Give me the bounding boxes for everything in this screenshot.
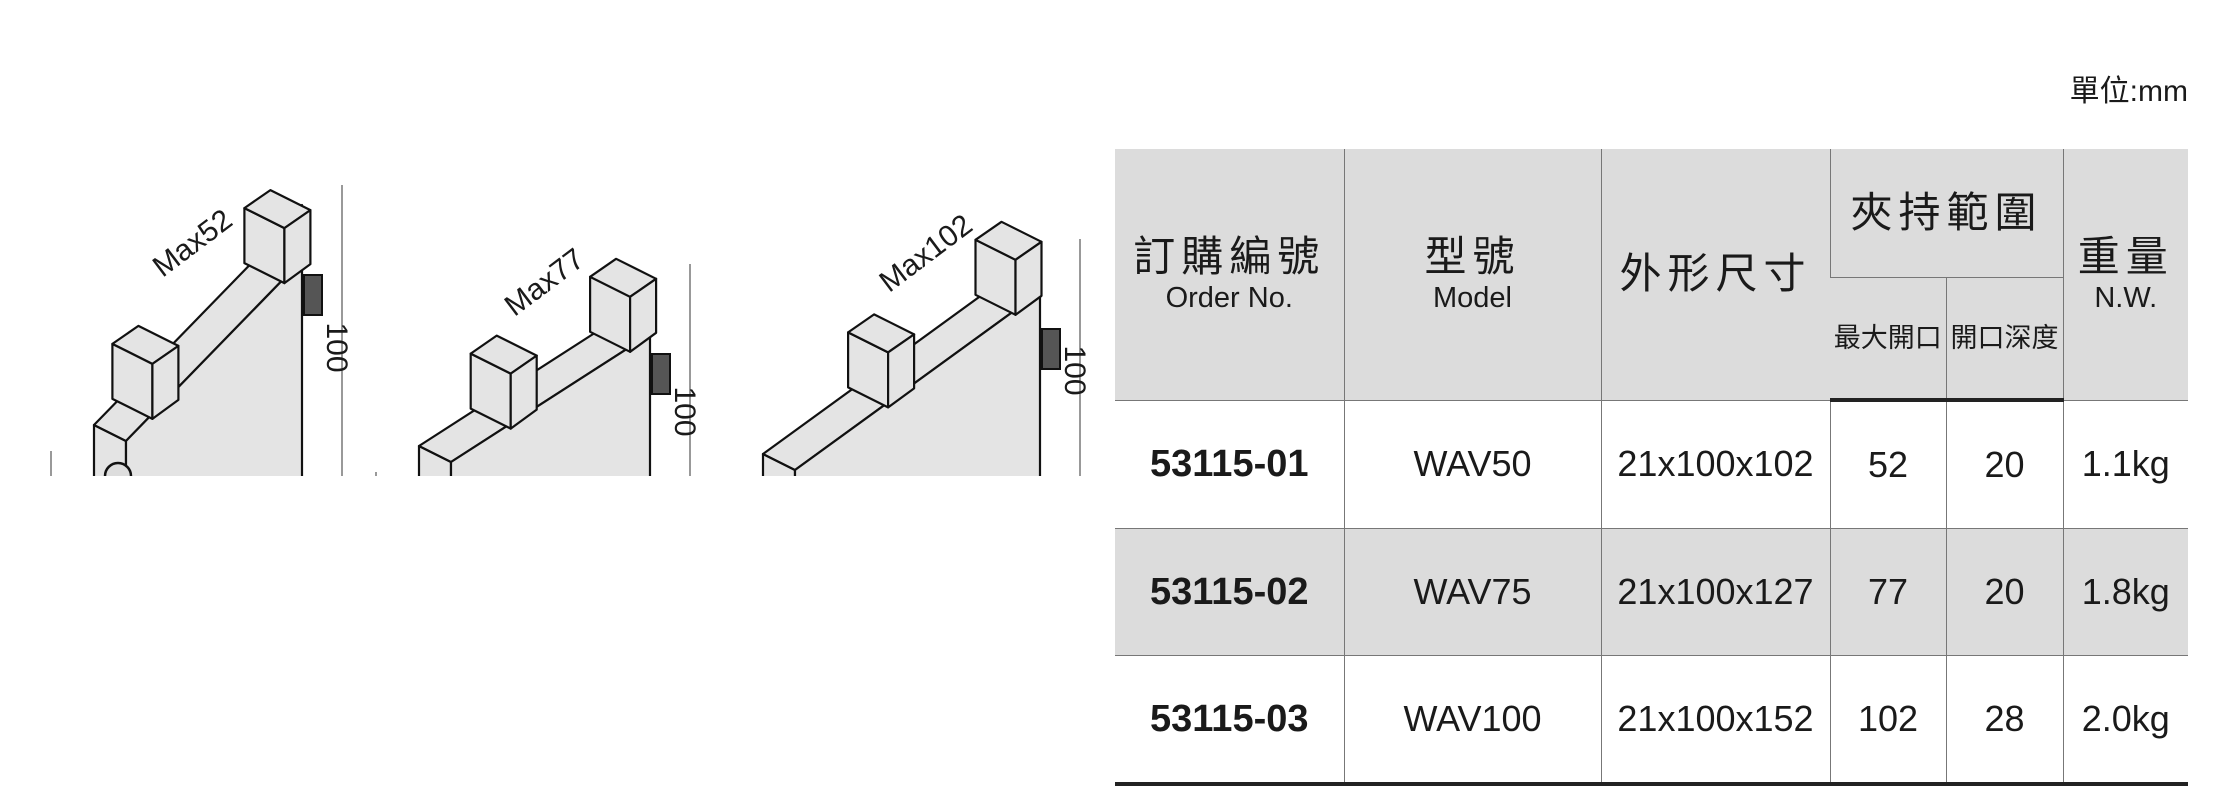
max-opening-label: Max102	[874, 208, 979, 299]
vise-drawing: Max1021007215221	[761, 208, 1091, 476]
weight-cell: 1.8kg	[2062, 528, 2189, 656]
weight-cell: 2.0kg	[2062, 655, 2189, 786]
header-max-opening: 最大開口	[1830, 277, 1946, 402]
max-opening-cell: 77	[1829, 528, 1946, 656]
depth-cell: 20	[1945, 399, 2064, 529]
size-cell: 21x100x127	[1600, 528, 1830, 656]
depth-cell: 28	[1945, 655, 2064, 786]
depth-cell: 20	[1945, 528, 2064, 656]
order-cell: 53115-01	[1115, 399, 1344, 529]
height-label: 100	[1058, 345, 1091, 395]
max-opening-cell: 102	[1829, 655, 1946, 786]
height-label: 100	[668, 386, 701, 436]
size-cell: 21x100x102	[1600, 399, 1830, 529]
max-opening-label: Max77	[499, 242, 591, 323]
order-cell: 53115-02	[1115, 528, 1344, 656]
model-cell: WAV75	[1343, 528, 1601, 656]
vise-drawing: Max521008010221	[50, 185, 353, 476]
unit-label: 單位:mm	[2069, 75, 2188, 108]
size-cell: 21x100x152	[1600, 655, 1830, 786]
max-opening-label: Max52	[147, 203, 239, 284]
model-cell: WAV50	[1343, 399, 1601, 529]
header-opening-depth: 開口深度	[1945, 277, 2064, 402]
header-clamp-range: 夾持範圍	[1829, 149, 2064, 278]
model-cell: WAV100	[1343, 655, 1601, 786]
max-opening-cell: 52	[1829, 399, 1946, 529]
vise-drawings: Max521008010221Max771008012721Max1021007…	[50, 185, 1091, 476]
order-cell: 53115-03	[1115, 655, 1344, 786]
vise-drawing: Max771008012721	[375, 242, 701, 476]
bolt-icon	[103, 461, 133, 476]
height-label: 100	[320, 322, 353, 372]
header-size: 外形尺寸	[1600, 149, 1830, 400]
weight-cell: 1.1kg	[2062, 399, 2189, 529]
